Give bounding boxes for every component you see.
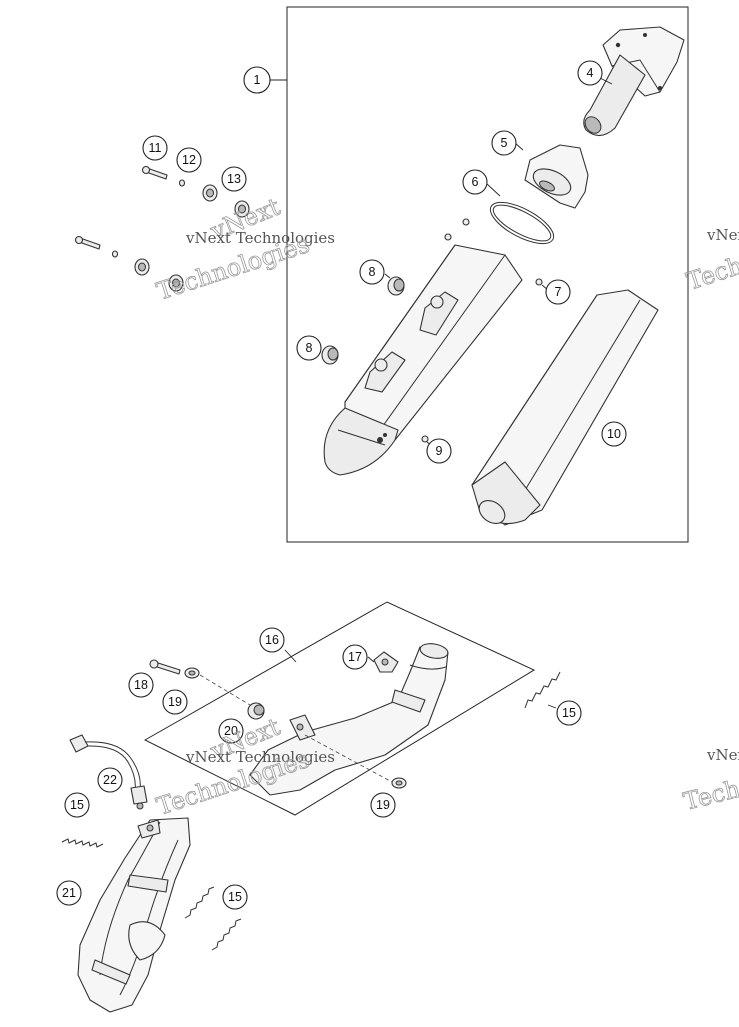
- screw-small: [421, 218, 543, 443]
- callout-15-left[interactable]: 15: [64, 792, 90, 818]
- grommet-part-20: [247, 702, 265, 720]
- leader-4: [599, 77, 613, 85]
- svg-text:vNext Technologies: vNext Technologies: [185, 748, 335, 766]
- grommet-part-8-upper: [387, 276, 405, 296]
- svg-text:8: 8: [369, 265, 376, 279]
- svg-text:6: 6: [472, 175, 479, 189]
- callout-19-lower[interactable]: 19: [370, 792, 396, 818]
- svg-text:13: 13: [227, 172, 241, 186]
- washer-part-19-lower: [391, 777, 407, 789]
- callout-7[interactable]: 7: [545, 279, 571, 305]
- spring-part-15-left: [61, 838, 104, 848]
- callout-18[interactable]: 18: [128, 672, 154, 698]
- callout-22[interactable]: 22: [97, 767, 123, 793]
- sensor-part-22: [69, 734, 148, 810]
- leader-16: [284, 649, 297, 663]
- svg-text:15: 15: [228, 890, 242, 904]
- watermark-edge-upper: vNext Tech: [683, 226, 739, 296]
- callout-6[interactable]: 6: [462, 169, 488, 195]
- spring-part-15-middle-a: [184, 886, 215, 919]
- svg-text:15: 15: [70, 798, 84, 812]
- svg-text:16: 16: [265, 633, 279, 647]
- header-pipe-assembly-frame: [143, 601, 536, 816]
- svg-text:20: 20: [224, 724, 238, 738]
- svg-text:22: 22: [103, 773, 117, 787]
- callout-12[interactable]: 12: [176, 147, 202, 173]
- callout-16[interactable]: 16: [259, 627, 285, 653]
- bolt-part-18: [149, 659, 181, 675]
- grommet-part-8-lower: [321, 345, 339, 365]
- callout-10[interactable]: 10: [601, 421, 627, 447]
- svg-text:15: 15: [562, 706, 576, 720]
- outer-sleeve-part-10: [471, 289, 659, 526]
- svg-text:vNext Technologies: vNext Technologies: [185, 229, 335, 247]
- header-pipe-part-21: [77, 817, 191, 1013]
- callout-19-upper[interactable]: 19: [162, 689, 188, 715]
- svg-text:Tech: Tech: [681, 775, 739, 816]
- gasket-ring-inner: [492, 204, 552, 242]
- svg-text:10: 10: [607, 427, 621, 441]
- gasket-ring-part-6: [489, 201, 555, 245]
- silencer-assembly-frame: [286, 6, 689, 543]
- callout-20[interactable]: 20: [218, 718, 244, 744]
- mounting-hardware-left: [74, 165, 250, 292]
- svg-text:21: 21: [62, 886, 76, 900]
- callout-11[interactable]: 11: [142, 135, 168, 161]
- spring-part-15-right: [524, 671, 561, 709]
- washer-part-19-upper: [184, 667, 200, 679]
- callout-8-lower[interactable]: 8: [296, 335, 322, 361]
- inner-cone-part-5: [524, 144, 589, 209]
- svg-text:18: 18: [134, 678, 148, 692]
- svg-text:9: 9: [436, 444, 443, 458]
- svg-text:12: 12: [182, 153, 196, 167]
- svg-text:vNext: vNext: [706, 746, 739, 764]
- svg-text:1: 1: [254, 73, 261, 87]
- callout-15-right[interactable]: 15: [556, 700, 582, 726]
- spring-part-15-middle-b: [211, 918, 242, 951]
- callout-15-middle[interactable]: 15: [222, 884, 248, 910]
- callout-1[interactable]: 1: [243, 66, 271, 94]
- callout-8-upper[interactable]: 8: [359, 259, 385, 285]
- callout-13[interactable]: 13: [221, 166, 247, 192]
- end-cap-part-4: [583, 26, 685, 137]
- svg-text:5: 5: [501, 136, 508, 150]
- callout-17[interactable]: 17: [342, 644, 368, 670]
- svg-text:17: 17: [348, 650, 362, 664]
- svg-text:Tech: Tech: [683, 251, 739, 295]
- svg-text:7: 7: [555, 285, 562, 299]
- watermark-upper: vNext vNext Technologies Technologies: [153, 192, 335, 306]
- watermark-edge-lower: vNext Tech: [680, 746, 739, 816]
- leader-6: [486, 183, 501, 197]
- svg-text:4: 4: [587, 66, 594, 80]
- callout-9[interactable]: 9: [426, 438, 452, 464]
- svg-text:8: 8: [306, 341, 313, 355]
- svg-text:19: 19: [376, 798, 390, 812]
- clamp-part-17: [373, 651, 399, 673]
- dash-line-lower: [304, 734, 393, 783]
- mid-pipe: [249, 643, 449, 796]
- svg-text:vNext: vNext: [706, 226, 739, 244]
- leader-8-upper: [384, 273, 391, 279]
- svg-text:19: 19: [168, 695, 182, 709]
- svg-text:11: 11: [149, 141, 162, 155]
- callout-21[interactable]: 21: [56, 880, 82, 906]
- leader-17: [367, 656, 375, 663]
- dash-line-upper: [199, 674, 256, 709]
- callout-4[interactable]: 4: [577, 60, 603, 86]
- leader-15-right: [547, 704, 557, 709]
- silencer-body: [323, 244, 523, 476]
- callout-5[interactable]: 5: [491, 130, 517, 156]
